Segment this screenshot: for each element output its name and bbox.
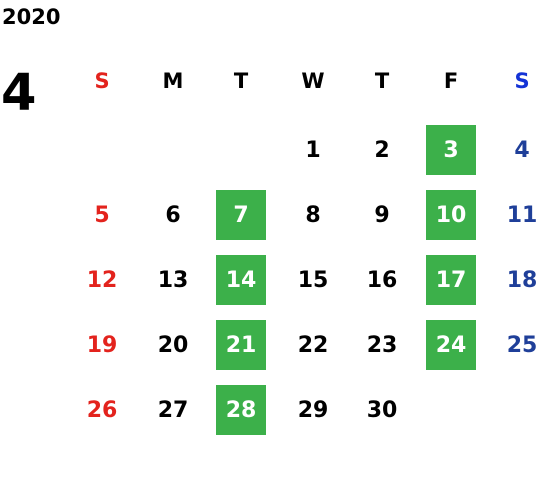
day-cell-20: 20 <box>157 332 189 358</box>
day-cell-18: 18 <box>506 267 538 293</box>
day-cell-25: 25 <box>506 332 538 358</box>
day-cell-22: 22 <box>297 332 329 358</box>
weekday-header-wed: W <box>301 69 325 93</box>
day-cell-3: 3 <box>426 125 476 175</box>
weekday-header-tue: T <box>233 69 249 93</box>
day-cell-28: 28 <box>216 385 266 435</box>
day-cell-2: 2 <box>374 137 390 163</box>
weekday-header-mon: M <box>162 69 184 93</box>
day-cell-10: 10 <box>426 190 476 240</box>
day-cell-14: 14 <box>216 255 266 305</box>
day-cell-21: 21 <box>216 320 266 370</box>
day-cell-16: 16 <box>366 267 398 293</box>
day-cell-27: 27 <box>157 397 189 423</box>
weekday-header-fri: F <box>443 69 459 93</box>
weekday-header-sat: S <box>514 69 530 93</box>
day-cell-26: 26 <box>86 397 118 423</box>
day-cell-30: 30 <box>366 397 398 423</box>
day-cell-7: 7 <box>216 190 266 240</box>
weekday-header-thu: T <box>374 69 390 93</box>
day-cell-24: 24 <box>426 320 476 370</box>
day-cell-5: 5 <box>94 202 110 228</box>
day-cell-19: 19 <box>86 332 118 358</box>
day-cell-8: 8 <box>305 202 321 228</box>
day-cell-12: 12 <box>86 267 118 293</box>
day-cell-15: 15 <box>297 267 329 293</box>
day-cell-9: 9 <box>374 202 390 228</box>
month-number: 4 <box>1 64 37 123</box>
day-cell-13: 13 <box>157 267 189 293</box>
day-cell-29: 29 <box>297 397 329 423</box>
day-cell-4: 4 <box>514 137 530 163</box>
day-cell-11: 11 <box>506 202 538 228</box>
day-cell-6: 6 <box>165 202 181 228</box>
day-cell-17: 17 <box>426 255 476 305</box>
weekday-header-sun: S <box>94 69 110 93</box>
day-cell-1: 1 <box>305 137 321 163</box>
day-cell-23: 23 <box>366 332 398 358</box>
year-label: 2020 <box>2 5 61 29</box>
